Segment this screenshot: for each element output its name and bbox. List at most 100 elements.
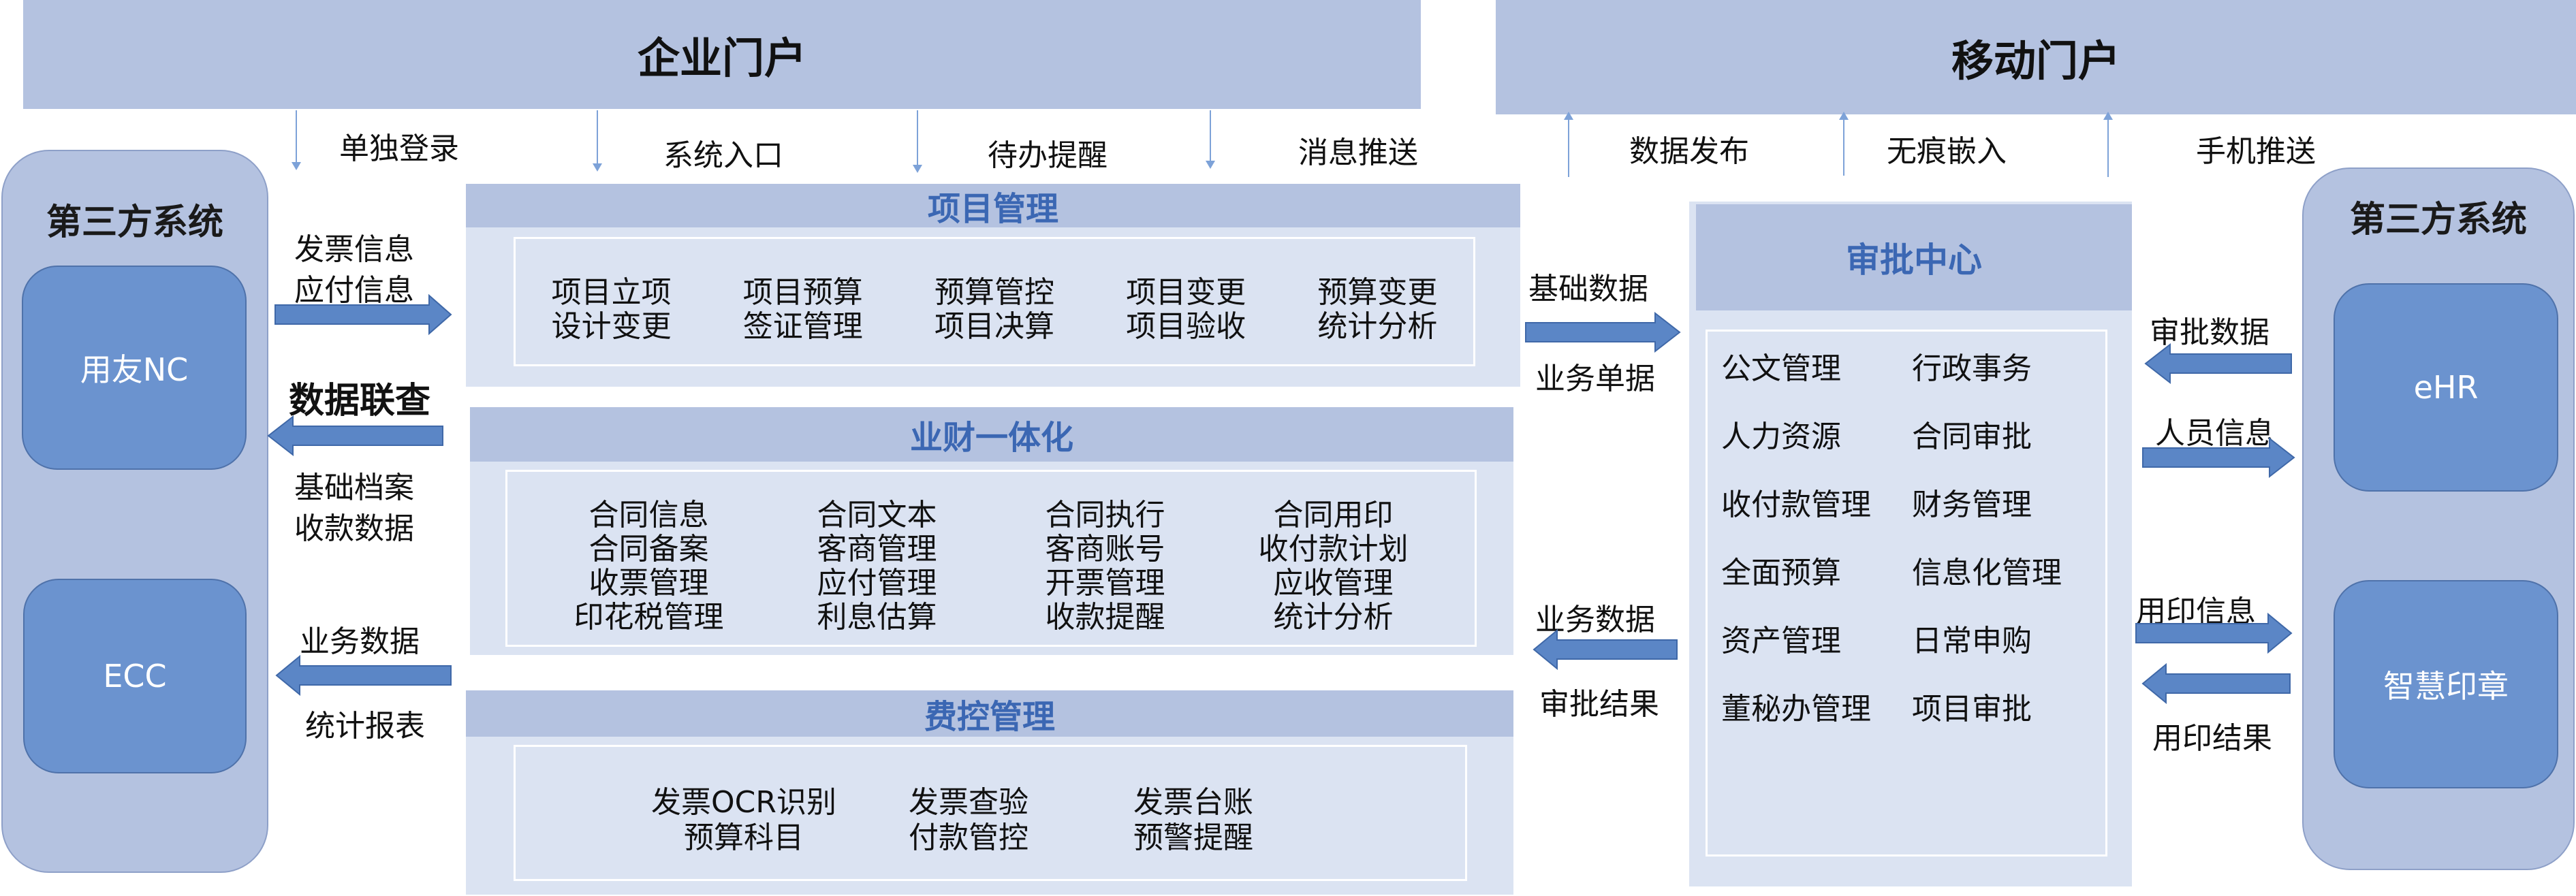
left-third-party-system: 第三方系统 用友NC ECC: [1, 150, 268, 873]
biz-finance-item: 收款提醒: [1045, 600, 1165, 635]
data-query-label: 数据联查: [289, 381, 431, 421]
project-item: 签证管理: [742, 309, 863, 344]
connector-line: [917, 110, 918, 169]
payable-info-label: 应付信息: [294, 273, 414, 308]
right-third-party-title: 第三方系统: [2349, 199, 2527, 240]
biz-finance-header: 业财一体化: [470, 407, 1513, 462]
expense-item: 预算科目: [684, 820, 804, 855]
approval-center-header: 审批中心: [1696, 204, 2132, 310]
ehr-label: eHR: [2413, 369, 2479, 406]
connector-line: [2107, 116, 2109, 177]
biz-finance-panel: 业财一体化 合同信息 合同文本 合同执行 合同用印 合同备案 客商管理 客商账号…: [470, 407, 1513, 655]
basic-archive-label: 基础档案: [294, 470, 414, 505]
biz-finance-item: 收付款计划: [1258, 532, 1409, 566]
single-login-label: 单独登录: [339, 131, 459, 166]
approval-center-panel: 审批中心 公文管理 行政事务 人力资源 合同审批 收付款管理 财务管理 全面预算…: [1689, 202, 2132, 886]
expense-control-header: 费控管理: [466, 690, 1513, 737]
project-management-panel: 项目管理 项目立项 项目预算 预算管控 项目变更 预算变更 设计变更 签证管理 …: [466, 184, 1520, 387]
basic-data-right-arrow: [1525, 311, 1681, 353]
approval-item: 资产管理: [1721, 624, 1841, 658]
approval-item: 财务管理: [1912, 487, 2032, 522]
project-item: 项目决算: [934, 309, 1054, 344]
expense-control-title: 费控管理: [924, 698, 1055, 736]
biz-finance-item: 合同文本: [817, 498, 937, 532]
biz-finance-item: 统计分析: [1273, 600, 1394, 635]
biz-finance-item: 利息估算: [817, 600, 937, 635]
project-item: 统计分析: [1317, 309, 1438, 344]
expense-control-panel: 费控管理 发票OCR识别 发票查验 发票台账 预算科目 付款管控 预警提醒: [466, 690, 1513, 895]
approval-center-title: 审批中心: [1846, 240, 1982, 280]
biz-finance-items: 合同信息 合同文本 合同执行 合同用印 合同备案 客商管理 客商账号 收付款计划…: [505, 470, 1477, 647]
expense-item: 发票查验: [909, 785, 1028, 820]
expense-item: 付款管控: [909, 820, 1028, 855]
biz-finance-item: 合同备案: [588, 532, 709, 566]
mobile-portal: 移动门户: [1496, 0, 2576, 114]
approval-item: 人力资源: [1721, 419, 1841, 454]
business-doc-label: 业务单据: [1535, 362, 1655, 396]
project-item: 项目变更: [1126, 275, 1246, 310]
receipt-data-label: 收款数据: [294, 511, 414, 546]
project-management-title: 项目管理: [927, 190, 1058, 228]
biz-finance-item: 应付管理: [817, 566, 937, 601]
biz-finance-item: 合同用印: [1273, 498, 1394, 532]
approval-item: 项目审批: [1912, 692, 2032, 726]
seal-result-label: 用印结果: [2152, 721, 2272, 756]
smart-seal-box: 智慧印章: [2334, 580, 2558, 788]
biz-finance-item: 开票管理: [1045, 566, 1165, 601]
connector-line: [296, 110, 297, 166]
approval-item: 合同审批: [1912, 419, 2032, 454]
basic-data-label: 基础数据: [1528, 272, 1648, 306]
system-entry-label: 系统入口: [663, 138, 783, 173]
data-publish-label: 数据发布: [1629, 134, 1749, 169]
approval-item: 董秘办管理: [1721, 692, 1871, 726]
connector-line: [1210, 110, 1211, 165]
seal-result-left-arrow: [2141, 662, 2291, 705]
mobile-portal-title: 移动门户: [1951, 36, 2120, 86]
biz-finance-item: 印花税管理: [574, 600, 724, 635]
business-data-middle-label: 业务数据: [1535, 603, 1655, 637]
ecc-label: ECC: [103, 658, 167, 694]
ecc-box: ECC: [23, 579, 247, 773]
biz-finance-item: 合同信息: [588, 498, 709, 532]
enterprise-portal-title: 企业门户: [637, 33, 806, 83]
approval-item: 全面预算: [1721, 556, 1841, 590]
project-management-items: 项目立项 项目预算 预算管控 项目变更 预算变更 设计变更 签证管理 项目决算 …: [514, 237, 1475, 366]
biz-finance-item: 合同执行: [1045, 498, 1165, 532]
portal-connector-arrows: [292, 112, 2113, 173]
expense-item: 发票OCR识别: [651, 785, 836, 820]
project-management-header: 项目管理: [466, 184, 1520, 228]
seal-info-label: 用印信息: [2136, 594, 2256, 629]
stat-report-label: 统计报表: [305, 709, 425, 743]
biz-finance-item: 客商管理: [817, 532, 937, 566]
approval-item: 公文管理: [1721, 351, 1841, 386]
connector-line: [1568, 116, 1569, 177]
approval-item: 日常申购: [1912, 624, 2032, 658]
staff-info-label: 人员信息: [2155, 416, 2275, 451]
project-item: 项目预算: [742, 275, 863, 310]
approval-item: 收付款管理: [1721, 487, 1871, 522]
business-data-left-label: 业务数据: [300, 624, 420, 659]
project-item: 项目立项: [551, 275, 672, 310]
left-third-party-title: 第三方系统: [46, 202, 223, 243]
smart-seal-label: 智慧印章: [2383, 668, 2509, 705]
project-item: 设计变更: [551, 309, 672, 344]
todo-reminder-label: 待办提醒: [988, 138, 1108, 173]
invoice-info-label: 发票信息: [294, 232, 414, 267]
ehr-box: eHR: [2334, 283, 2558, 492]
project-item: 预算管控: [934, 275, 1054, 310]
biz-finance-title: 业财一体化: [909, 419, 1073, 457]
expense-control-items: 发票OCR识别 发票查验 发票台账 预算科目 付款管控 预警提醒: [514, 745, 1467, 881]
project-item: 项目验收: [1126, 309, 1246, 344]
approval-center-items: 公文管理 行政事务 人力资源 合同审批 收付款管理 财务管理 全面预算 信息化管…: [1706, 330, 2107, 857]
seamless-embed-label: 无痕嵌入: [1887, 134, 2007, 169]
mobile-push-label: 手机推送: [2196, 134, 2316, 169]
yonyou-nc-label: 用友NC: [80, 351, 189, 388]
approval-result-label: 审批结果: [1539, 687, 1659, 722]
expense-item: 预警提醒: [1133, 820, 1253, 855]
right-third-party-system: 第三方系统 eHR 智慧印章: [2302, 167, 2575, 870]
approval-data-label: 审批数据: [2150, 315, 2269, 350]
yonyou-nc-box: 用友NC: [22, 266, 247, 470]
connector-line: [1843, 116, 1844, 176]
biz-finance-item: 应收管理: [1273, 566, 1394, 601]
connector-line: [597, 110, 598, 167]
